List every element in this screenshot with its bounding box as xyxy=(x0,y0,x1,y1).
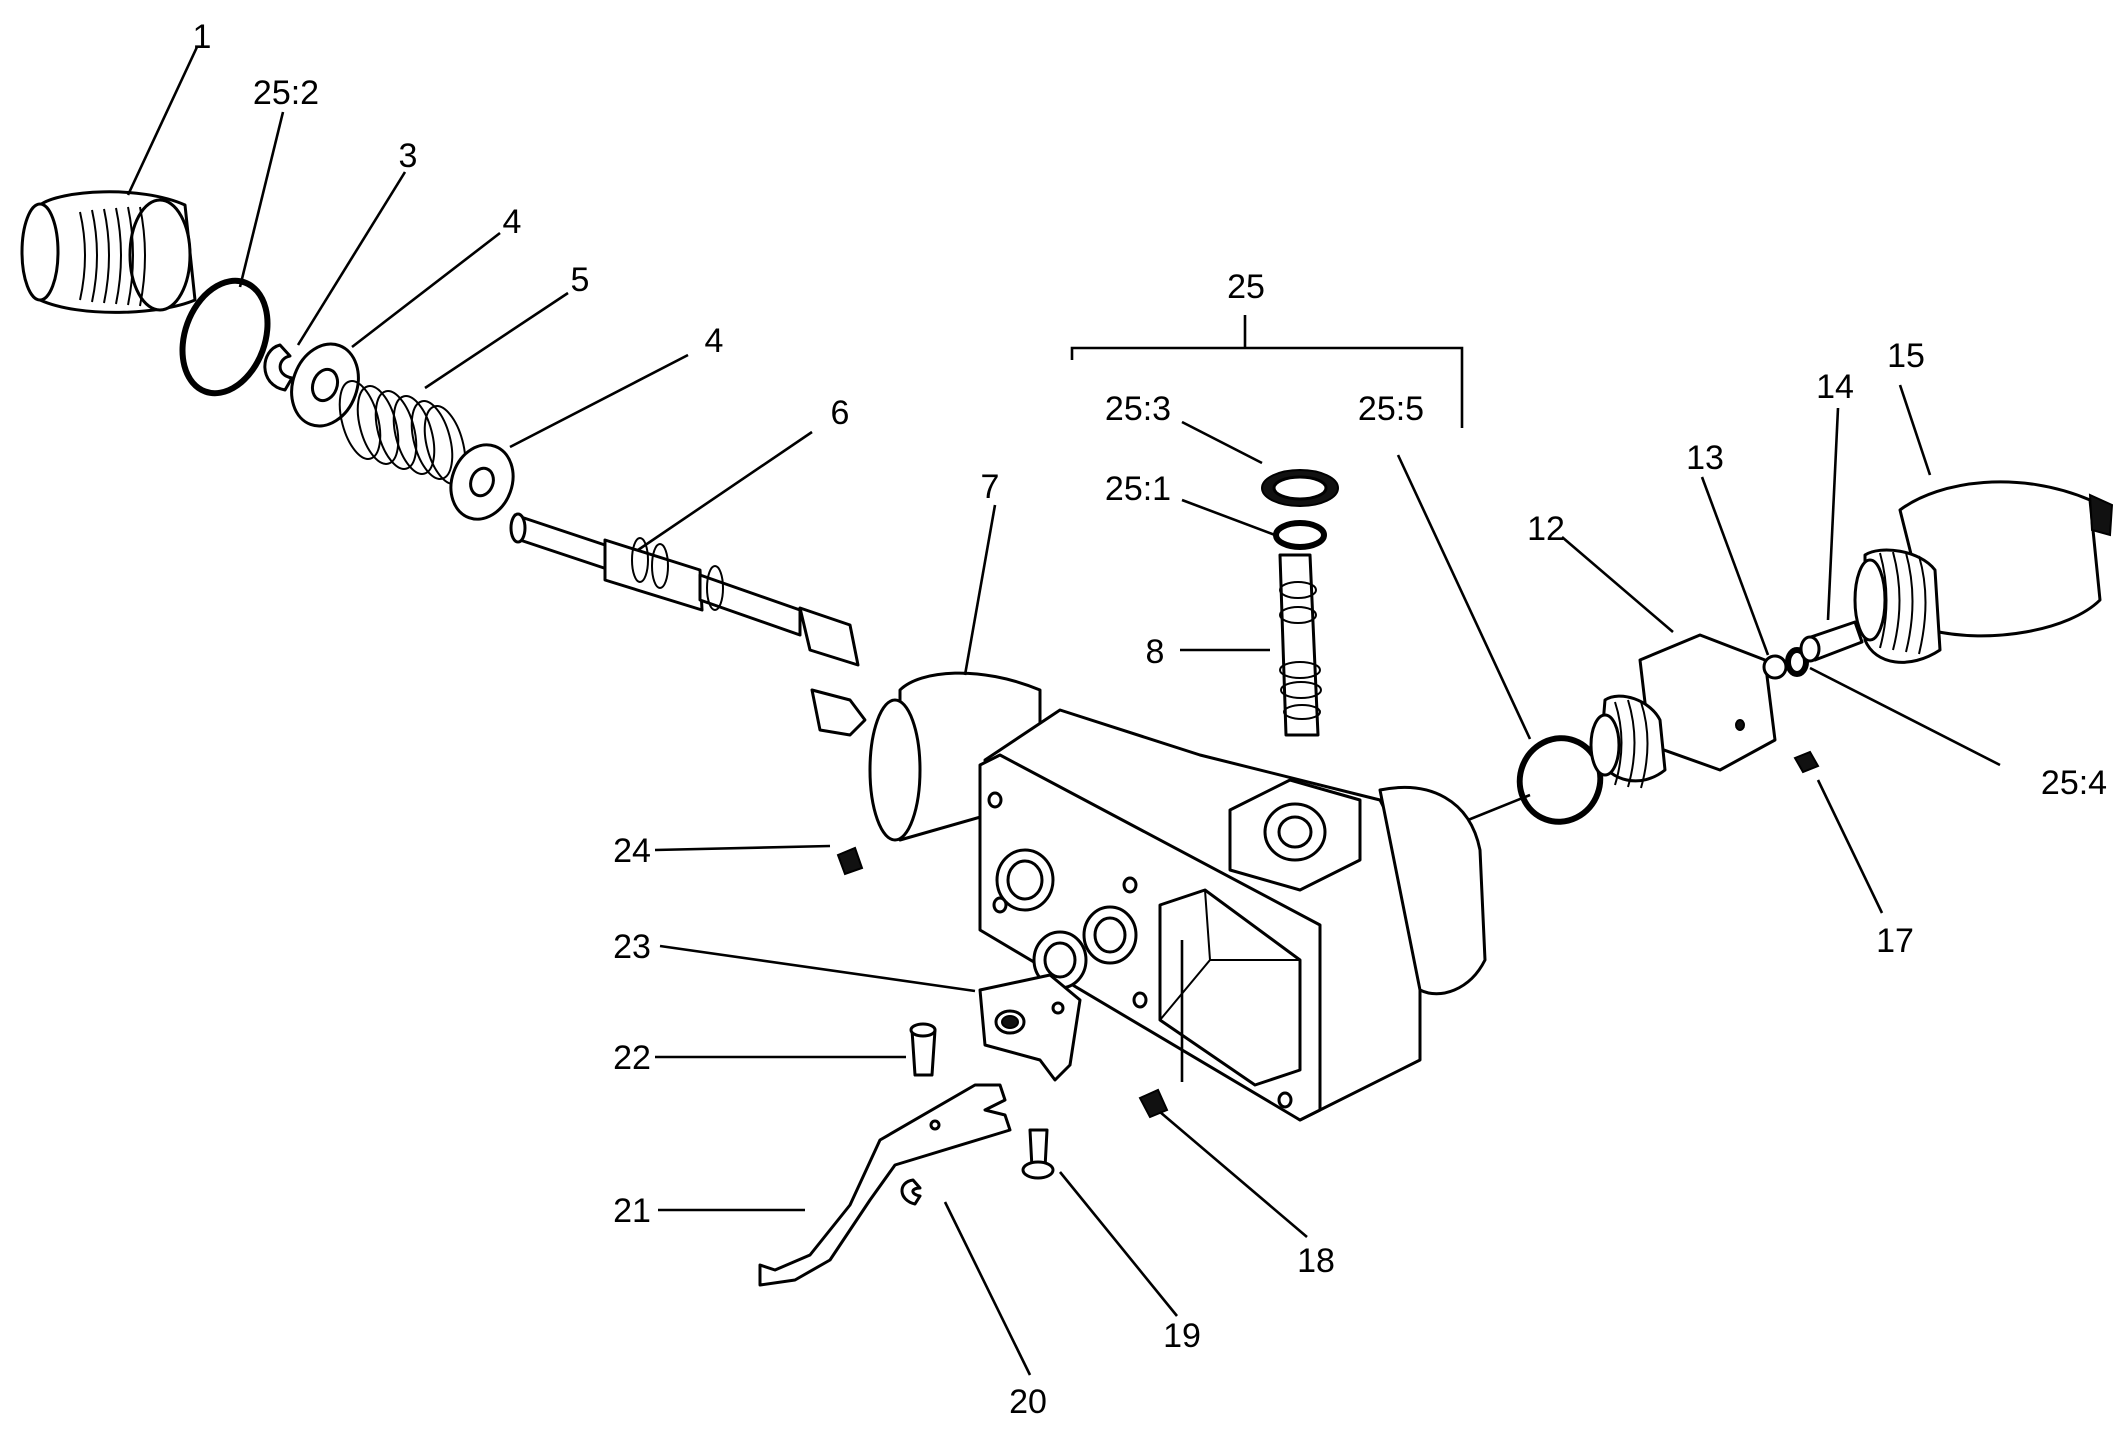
part-5-spring xyxy=(338,380,467,485)
label-13: 13 xyxy=(1686,439,1724,477)
part-18-set-screw xyxy=(1138,1088,1169,1119)
part-23-cam xyxy=(978,973,1082,1082)
callout-labels: 1 25:2 3 4 5 4 6 7 25 25:3 25:5 25:1 8 1… xyxy=(193,18,2108,1421)
label-4-upper: 4 xyxy=(503,203,522,241)
label-4-lower: 4 xyxy=(705,322,724,360)
label-3: 3 xyxy=(399,137,418,175)
label-7: 7 xyxy=(981,468,1000,506)
part-1-threaded-cap xyxy=(20,190,197,314)
part-12-adapter xyxy=(1589,633,1777,789)
label-6: 6 xyxy=(831,394,850,432)
label-25-3: 25:3 xyxy=(1105,390,1171,428)
label-25-5: 25:5 xyxy=(1358,390,1424,428)
label-20: 20 xyxy=(1009,1383,1047,1421)
part-25-4-o-ring xyxy=(1785,647,1809,677)
part-4-washer-lower xyxy=(449,443,515,521)
part-8-plunger xyxy=(1278,553,1322,737)
part-25-2-o-ring xyxy=(179,277,271,397)
part-19-shoulder-bolt xyxy=(1021,1128,1055,1180)
label-8: 8 xyxy=(1146,633,1165,671)
part-14-pin xyxy=(1799,620,1864,663)
part-25-5-o-ring xyxy=(1516,735,1604,825)
leader-lines xyxy=(126,46,2001,1376)
part-7-valve-body xyxy=(868,671,1487,1122)
label-5: 5 xyxy=(571,261,590,299)
label-18: 18 xyxy=(1297,1242,1335,1280)
label-24: 24 xyxy=(613,832,651,870)
label-25: 25 xyxy=(1227,268,1265,306)
part-6-spool xyxy=(509,512,867,737)
label-1: 1 xyxy=(193,18,212,56)
label-12: 12 xyxy=(1527,510,1565,548)
label-25-2: 25:2 xyxy=(253,74,319,112)
label-25-4: 25:4 xyxy=(2041,764,2107,802)
part-25-3-seal xyxy=(1261,469,1339,507)
label-14: 14 xyxy=(1816,368,1854,406)
label-21: 21 xyxy=(613,1192,651,1230)
part-15-switch xyxy=(1853,480,2114,664)
part-22-pin xyxy=(909,1022,937,1077)
label-15: 15 xyxy=(1887,337,1925,375)
part-24-set-screw xyxy=(836,846,864,876)
part-13-ball xyxy=(1762,654,1788,680)
label-22: 22 xyxy=(613,1039,651,1077)
part-4-washer-upper xyxy=(290,342,360,428)
label-25-1: 25:1 xyxy=(1105,470,1171,508)
part-3-e-clip xyxy=(263,343,294,392)
part-17-set-screw xyxy=(1793,750,1820,774)
part-21-lever xyxy=(758,1083,1012,1287)
label-23: 23 xyxy=(613,928,651,966)
label-17: 17 xyxy=(1876,922,1914,960)
label-19: 19 xyxy=(1163,1317,1201,1355)
part-25-1-o-ring xyxy=(1273,520,1327,550)
part-20-e-clip xyxy=(900,1178,922,1206)
